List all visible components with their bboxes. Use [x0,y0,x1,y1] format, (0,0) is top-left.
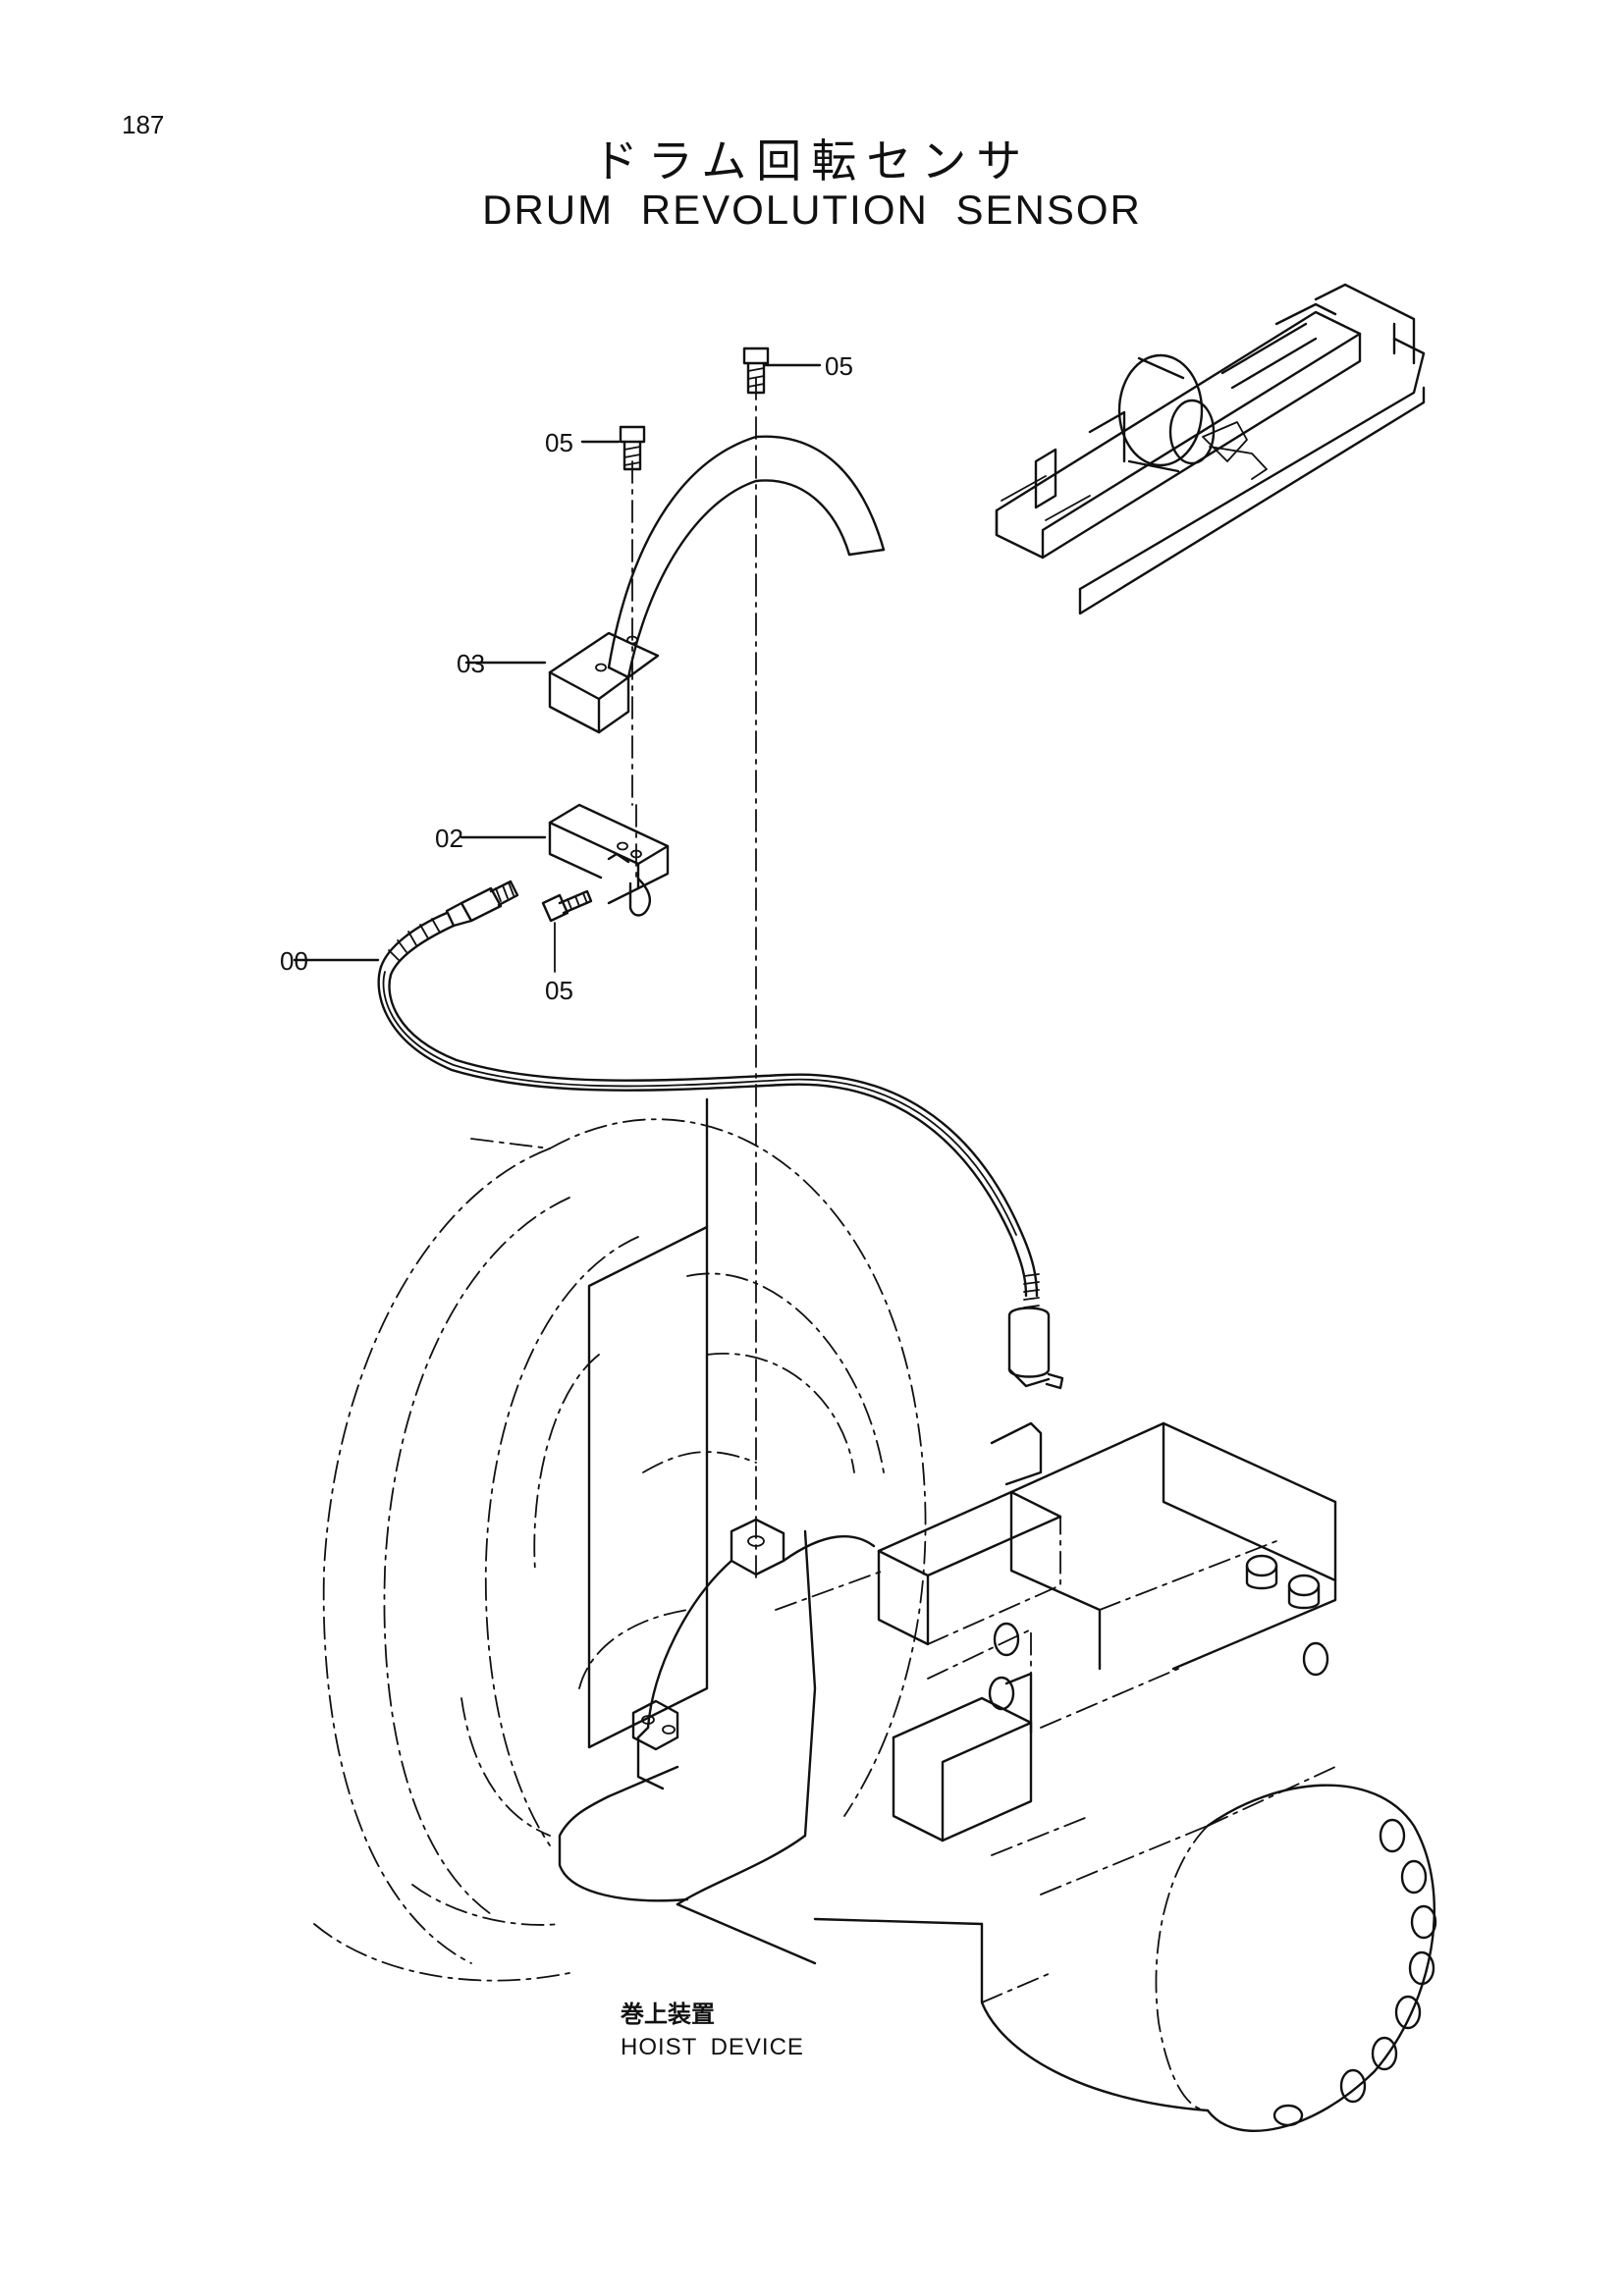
bracket-icon [460,803,670,917]
drum-icon [313,1097,927,1982]
location-inset-icon [995,283,1426,615]
callout-bolt-left: 05 [545,428,573,457]
callout-bracket: 02 [435,824,463,853]
hoist-device-caption-japanese: 巻上装置 [621,2001,715,2028]
bolt-left-icon [580,425,646,471]
sensor-cable-icon [293,880,1064,1390]
page-title: DRUM REVOLUTION SENSOR [482,187,1142,233]
hoist-device-caption: HOIST DEVICE [621,2034,804,2060]
callout-cover: 03 [457,649,485,678]
assembly-centerlines [631,377,757,1581]
page-number: 187 [122,110,165,139]
callout-bolt-top: 05 [825,351,853,381]
bolt-bracket-icon [541,889,593,973]
hoist-device-icon [558,1421,1437,2132]
cover-icon [464,435,886,734]
callout-sensor: 00 [280,946,308,976]
callout-bolt-bracket: 05 [545,976,573,1005]
bolt-top-icon [742,347,822,395]
page-title-japanese: ドラム回転センサ [592,134,1032,187]
